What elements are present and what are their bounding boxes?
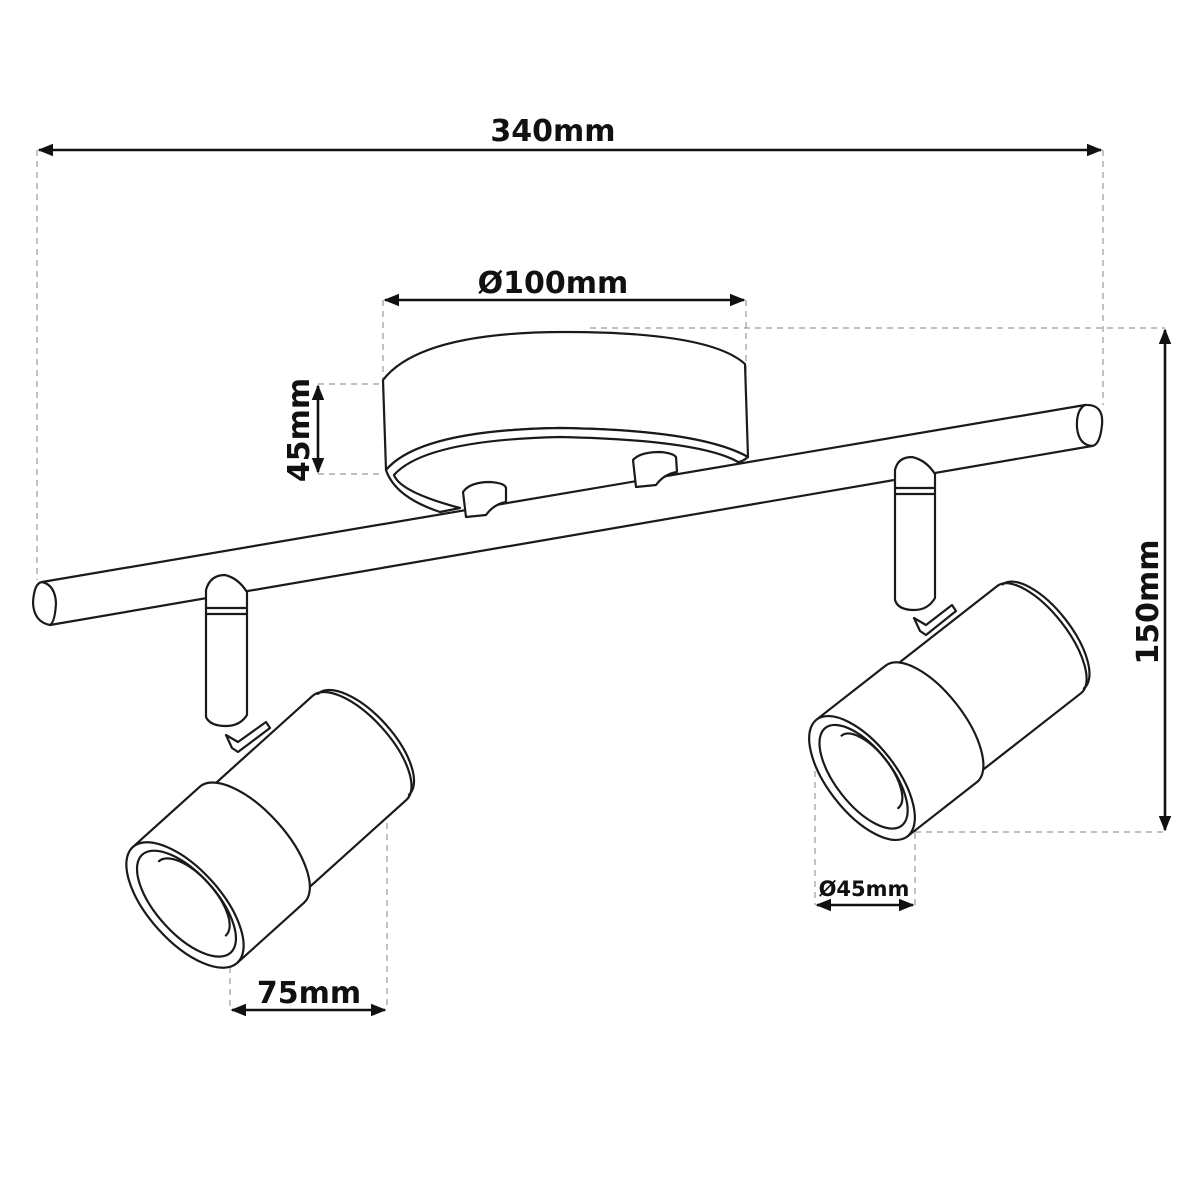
- dimension-spot-length: 75mm: [230, 976, 387, 1017]
- ceiling-canopy: [381, 330, 750, 519]
- mounting-bar: [31, 403, 1104, 627]
- dimension-overall-height: 150mm: [1131, 328, 1172, 832]
- dimension-canopy-diameter: Ø100mm: [383, 266, 746, 307]
- left-spotlight: [125, 573, 416, 969]
- overall-width-label: 340mm: [490, 114, 615, 149]
- canopy-diameter-label: Ø100mm: [478, 266, 629, 301]
- dimension-spot-diameter: Ø45mm: [815, 877, 915, 912]
- dimension-overall-width: 340mm: [37, 114, 1103, 157]
- overall-height-label: 150mm: [1131, 539, 1166, 664]
- right-spotlight: [808, 455, 1091, 842]
- spot-length-label: 75mm: [257, 976, 361, 1011]
- canopy-height-label: 45mm: [282, 378, 317, 482]
- spot-diameter-label: Ø45mm: [819, 877, 910, 901]
- dimension-canopy-height: 45mm: [282, 378, 325, 482]
